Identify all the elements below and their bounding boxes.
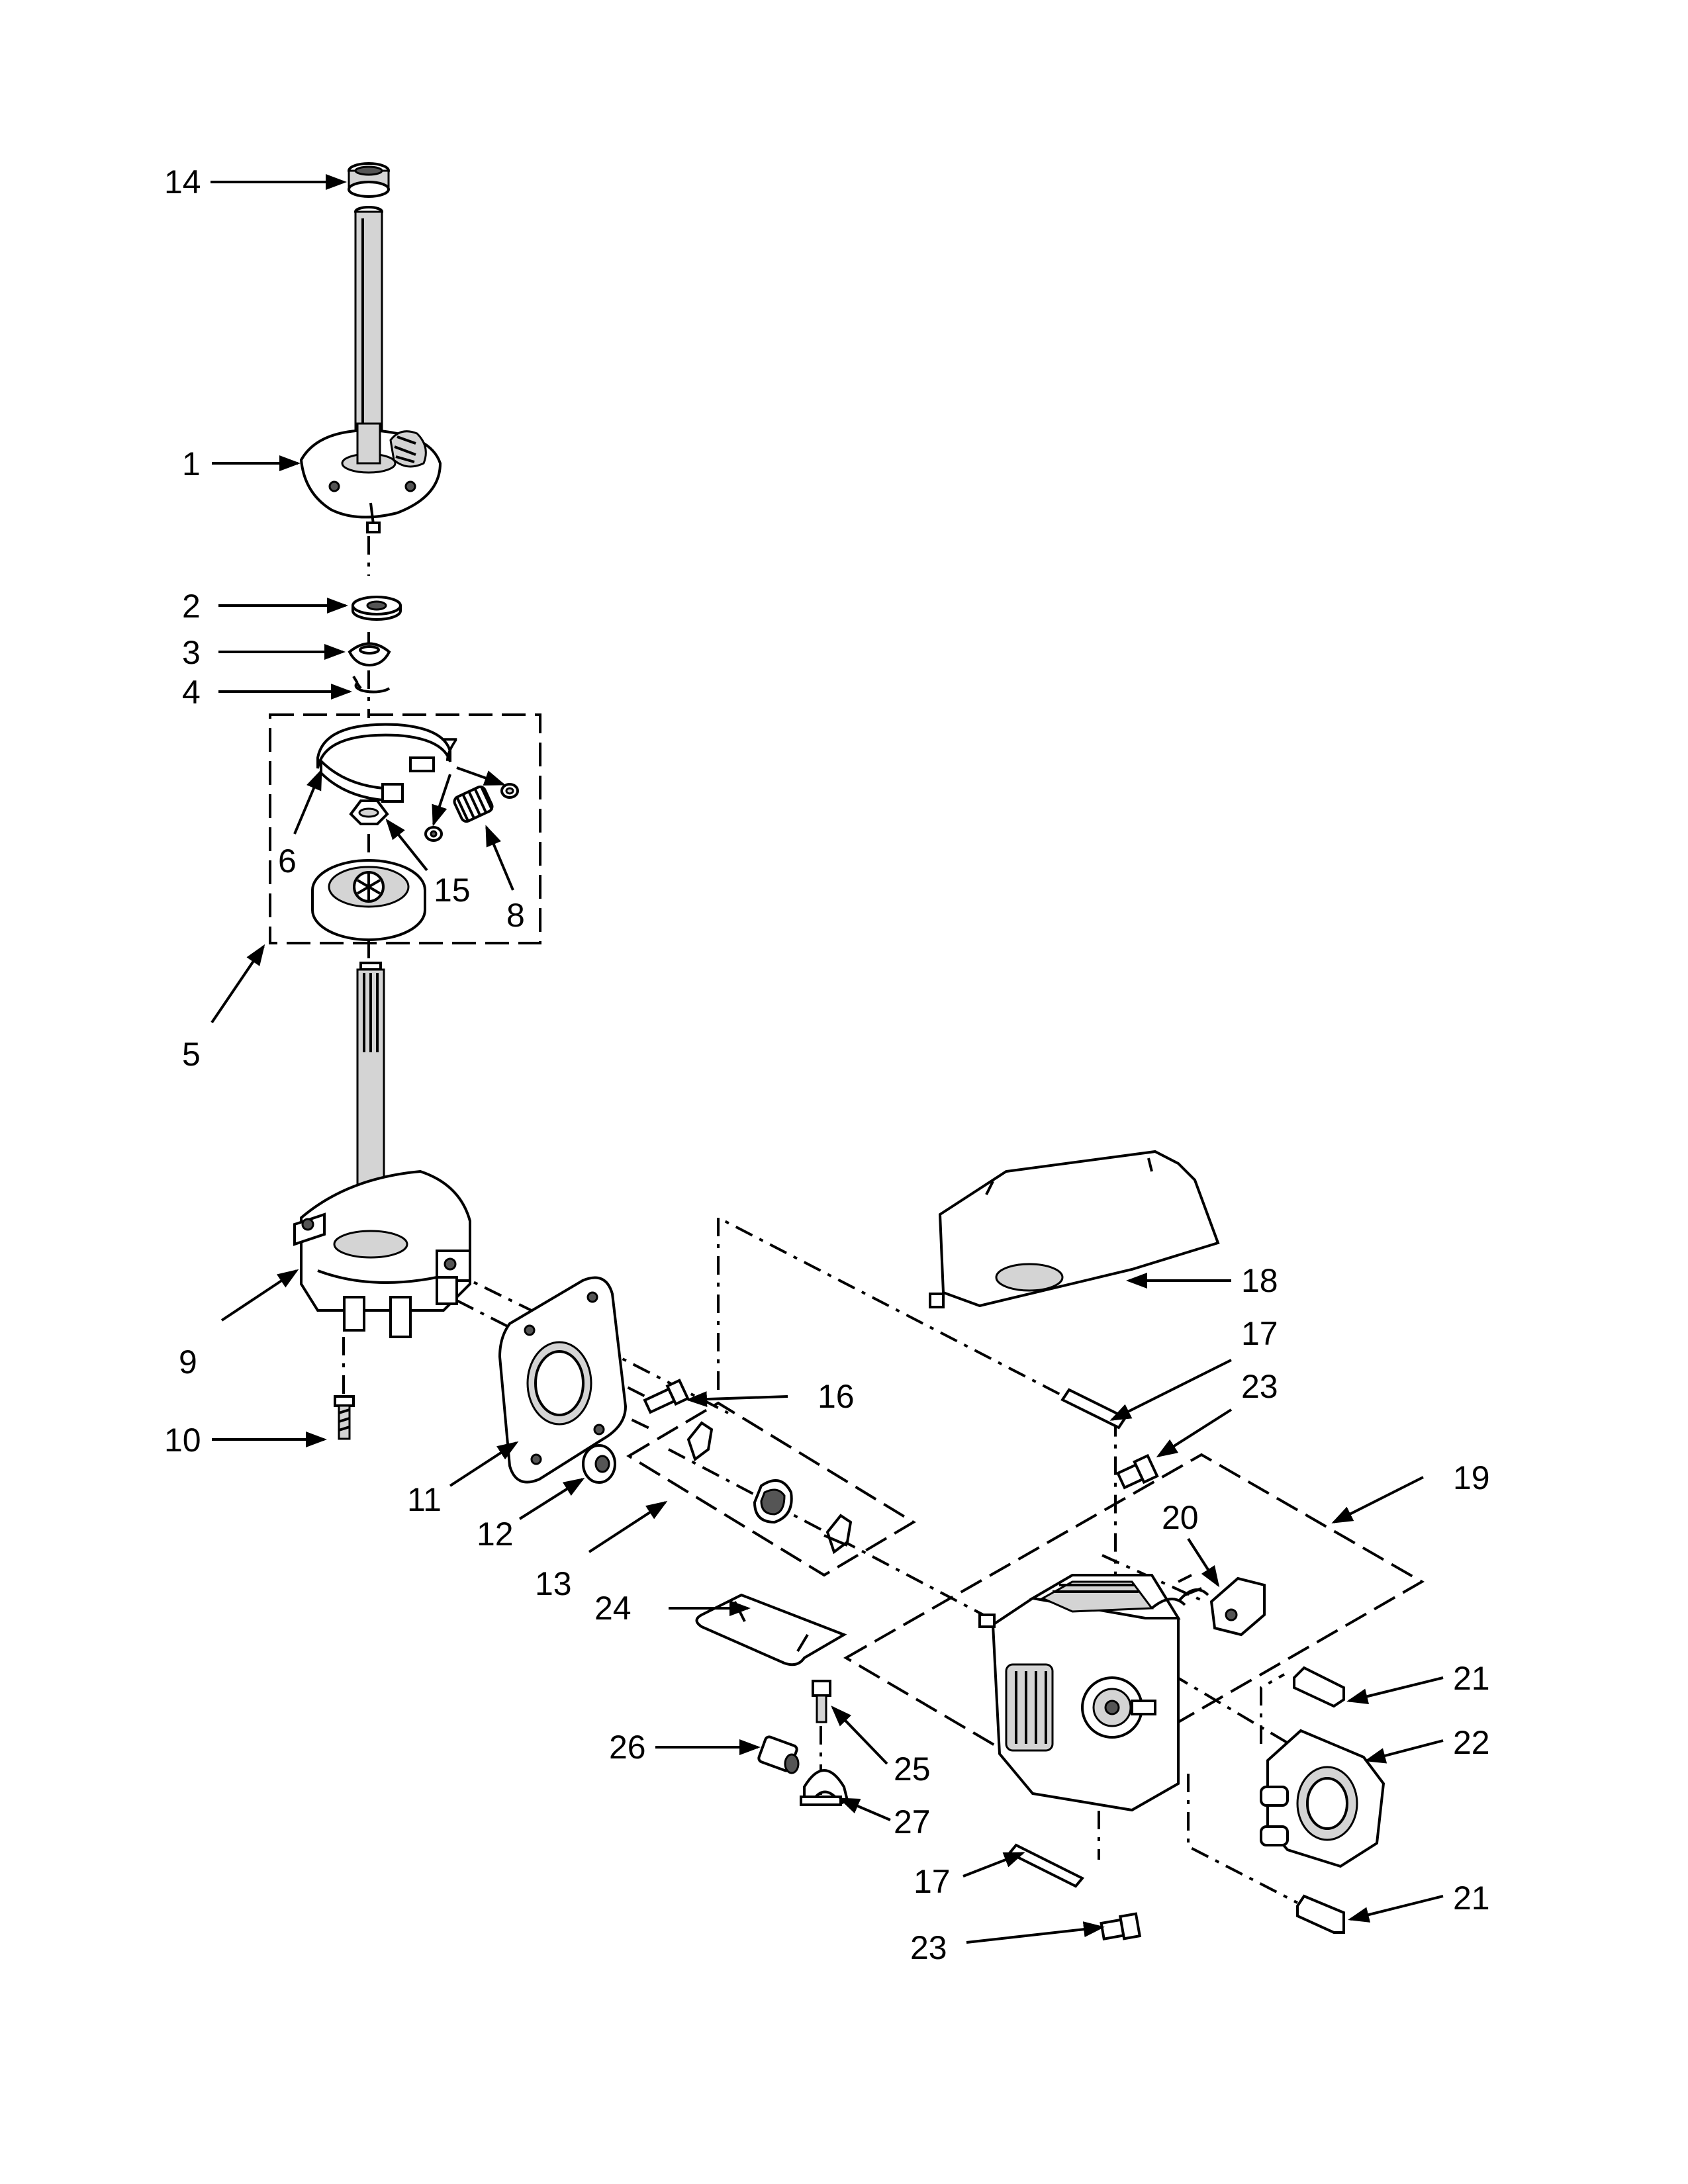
callout-8: 8 <box>506 897 525 934</box>
assembly-box-13 <box>626 1401 916 1577</box>
callout-23-lower: 23 <box>910 1929 947 1966</box>
callout-27: 27 <box>894 1803 931 1841</box>
callout-12: 12 <box>477 1516 514 1553</box>
callout-21-lower: 21 <box>1453 1880 1490 1917</box>
callout-15: 15 <box>434 872 471 909</box>
clip-part-21a <box>1293 1666 1345 1708</box>
callout-10: 10 <box>164 1422 201 1459</box>
brake-drum <box>311 859 426 941</box>
washer-part-7b <box>500 783 519 799</box>
screw-part-10 <box>334 1395 355 1440</box>
shield-part-18 <box>929 1150 1220 1308</box>
callout-7: 7 <box>440 731 459 768</box>
mounting-plate-part-11 <box>498 1276 628 1484</box>
callout-14: 14 <box>164 163 201 201</box>
screw-part-25 <box>812 1680 831 1723</box>
callout-4: 4 <box>182 674 201 711</box>
hub-part-15 <box>349 799 389 825</box>
callout-19: 19 <box>1453 1459 1490 1496</box>
callout-13: 13 <box>535 1565 572 1602</box>
callout-3: 3 <box>182 634 201 671</box>
brake-band-part-6 <box>316 723 451 803</box>
spin-tube <box>354 210 383 465</box>
clip-part-21b <box>1296 1894 1345 1934</box>
callout-26: 26 <box>609 1729 646 1766</box>
callout-2: 2 <box>182 588 201 625</box>
callout-16: 16 <box>818 1378 855 1415</box>
callout-9: 9 <box>179 1343 197 1381</box>
callout-25: 25 <box>894 1751 931 1788</box>
screw-part-16 <box>643 1379 690 1414</box>
snap-ring-part-4 <box>352 675 391 694</box>
callout-18: 18 <box>1241 1262 1278 1299</box>
assembly-box-5 <box>269 713 541 944</box>
motor-part-19 <box>978 1574 1209 1812</box>
cover-part-22 <box>1260 1729 1385 1868</box>
callout-labels: 14 1 2 3 4 7 6 15 8 5 9 10 11 12 13 16 1… <box>164 163 1490 1966</box>
switch-part-20 <box>1178 1574 1266 1637</box>
gearcase-part-9 <box>293 1169 471 1338</box>
callout-6: 6 <box>278 842 297 880</box>
screw-part-23b <box>1100 1912 1142 1940</box>
assembly-box-19 <box>843 1453 1425 1789</box>
callout-24: 24 <box>594 1590 632 1627</box>
bushing-part-12 <box>582 1444 616 1484</box>
bushing-part-26 <box>757 1735 800 1774</box>
callout-21-upper: 21 <box>1453 1660 1490 1697</box>
seal-part-14 <box>348 162 390 218</box>
leader-lines <box>211 174 1444 1944</box>
callout-1: 1 <box>182 445 201 482</box>
callout-17-upper: 17 <box>1241 1315 1278 1352</box>
clip-part-3 <box>348 642 391 667</box>
coupler-part-13 <box>686 1421 853 1555</box>
callout-5: 5 <box>182 1036 201 1073</box>
bar-part-17a <box>1060 1388 1127 1430</box>
screw-part-23a <box>1116 1453 1159 1490</box>
callout-22: 22 <box>1453 1724 1490 1761</box>
brake-cam-part-1 <box>299 422 442 533</box>
washer-part-2 <box>352 596 402 621</box>
spring-part-8 <box>453 785 494 823</box>
washer-part-7a <box>424 826 443 842</box>
callout-17-lower: 17 <box>914 1863 951 1900</box>
bar-part-17b <box>1007 1843 1085 1888</box>
pad-part-24 <box>695 1593 847 1666</box>
callout-23-upper: 23 <box>1241 1368 1278 1405</box>
callout-11: 11 <box>407 1481 442 1518</box>
callout-20: 20 <box>1162 1499 1199 1536</box>
